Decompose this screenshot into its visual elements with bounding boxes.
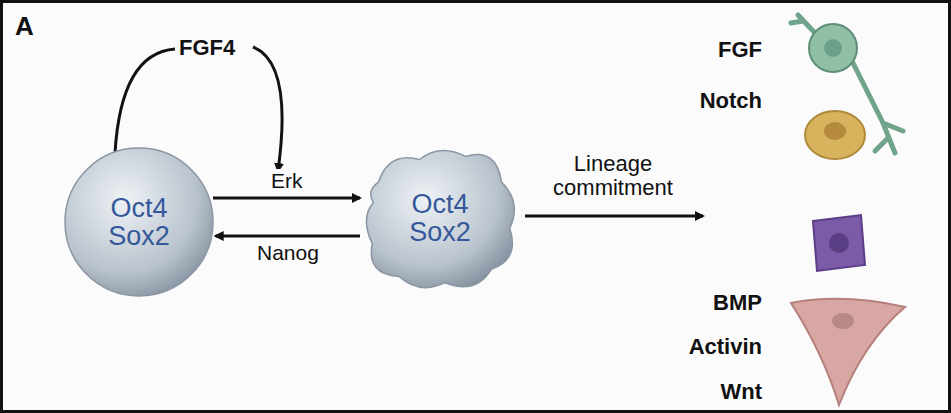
pathway-label: Notch: [700, 88, 762, 114]
primed-cell-blob: Oct4 Sox2: [358, 141, 522, 295]
pathway-label: BMP: [713, 290, 762, 316]
cell-label: Oct4 Sox2: [399, 190, 481, 246]
signal-label: FGF4: [179, 35, 235, 61]
pathway-label: Wnt: [720, 379, 762, 405]
fgf4-loop-arrow: [253, 47, 282, 171]
stem-cell-circle: Oct4 Sox2: [63, 146, 215, 298]
epithelial-cell-icon: [805, 111, 865, 159]
panel-letter: A: [15, 11, 34, 42]
lineage-arrow: [525, 215, 703, 218]
pathway-label: FGF: [718, 37, 762, 63]
signal-arrow: [216, 235, 360, 238]
edge-label: Nanog: [254, 241, 322, 265]
cuboidal-cell-icon: [813, 215, 865, 271]
pathway-label: Activin: [689, 334, 762, 360]
fgf4-loop-start: [115, 49, 175, 153]
signal-arrow: [213, 197, 360, 200]
process-label: Lineage commitment: [538, 152, 688, 200]
edge-label: Erk: [268, 169, 306, 193]
cell-label: Oct4 Sox2: [98, 194, 180, 250]
mesenchymal-cell-icon: [791, 299, 905, 405]
